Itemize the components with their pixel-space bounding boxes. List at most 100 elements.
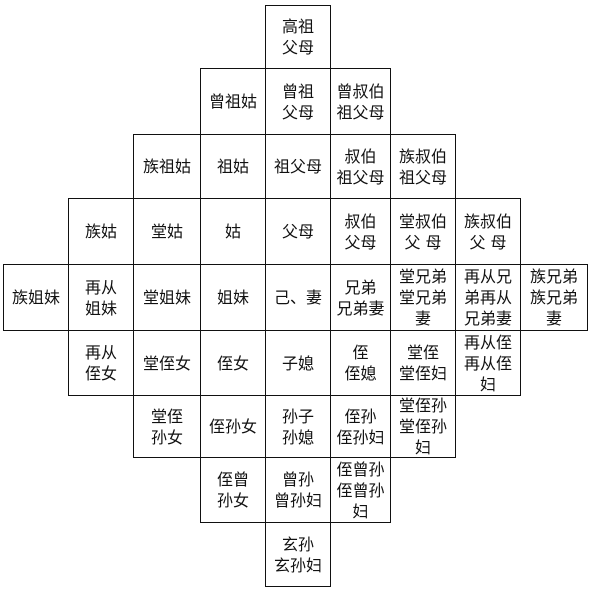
kin-label-line: 再从兄 — [463, 267, 512, 286]
kin-label-line: 侄曾孙 — [336, 459, 385, 479]
kin-cell: 堂叔伯父 母 — [390, 198, 456, 265]
kin-label-line: 父母 — [344, 232, 377, 252]
kin-label-line: 姐妹 — [216, 288, 249, 307]
kin-label-line: 侄 — [352, 343, 369, 362]
kin-label-line: 堂叔伯 — [398, 211, 447, 231]
kin-cell: 堂兄弟堂兄弟妻 — [390, 264, 456, 331]
kin-cell: 堂侄女 — [133, 330, 201, 396]
kin-label-line: 曾叔伯 — [336, 81, 385, 101]
kin-label-line: 曾孙 — [281, 470, 314, 489]
kin-label-line: 姑 — [224, 222, 241, 241]
kin-label-line: 族兄弟 — [529, 288, 578, 307]
kin-cell: 侄曾孙侄曾孙妇 — [330, 457, 391, 523]
kin-label-line: 弟再从 — [463, 288, 512, 307]
kin-label-line: 族姐妹 — [11, 288, 60, 307]
kin-cell: 曾孙曾孙妇 — [265, 457, 331, 523]
kin-cell: 子媳 — [265, 330, 331, 396]
kin-label-line: 孙媳 — [281, 427, 314, 447]
kin-label-line: 叔伯 — [344, 211, 377, 231]
kin-label-line: 侄女 — [84, 364, 117, 383]
kin-label-line: 父 母 — [469, 232, 507, 252]
kin-cell: 曾祖父母 — [265, 68, 331, 135]
kin-label-line: 侄媳 — [344, 364, 377, 383]
kin-label-line: 父母 — [281, 102, 314, 122]
kin-label-line: 姐妹 — [84, 298, 117, 318]
kin-label-line: 孙女 — [150, 427, 183, 447]
kin-label-line: 再从侄 — [463, 353, 512, 373]
kin-label-line: 玄孙妇 — [273, 555, 322, 575]
kin-label-line: 侄女 — [216, 353, 249, 373]
kin-cell: 侄侄媳 — [330, 330, 391, 396]
kin-label-line: 再从 — [84, 277, 117, 297]
kin-cell: 姐妹 — [200, 264, 266, 331]
kin-cell: 叔伯祖父母 — [330, 134, 391, 199]
kin-cell: 己、妻 — [265, 264, 331, 331]
kin-label-line: 侄孙妇 — [336, 427, 385, 447]
kin-label-line: 侄孙女 — [208, 417, 257, 436]
kin-label-line: 子媳 — [281, 353, 314, 373]
kin-label-line: 堂兄弟 — [398, 267, 447, 286]
kin-label-line: 堂侄孙 — [398, 417, 447, 436]
kin-label-line: 玄孙 — [281, 534, 314, 554]
kin-cell: 再从兄弟再从兄弟妻 — [455, 264, 521, 331]
kin-cell: 堂侄孙堂侄孙妇 — [390, 395, 456, 458]
kin-cell: 玄孙玄孙妇 — [265, 522, 331, 587]
kin-label-line: 堂兄弟 — [398, 288, 447, 307]
kin-label-line: 侄曾孙 — [336, 480, 385, 500]
kin-label-line: 曾祖 — [281, 81, 314, 101]
kin-label-line: 高祖 — [281, 17, 314, 36]
kin-label-line: 再从 — [84, 343, 117, 362]
kin-cell: 族祖姑 — [133, 134, 201, 199]
kin-cell: 叔伯父母 — [330, 198, 391, 265]
kin-label-line: 父母 — [281, 222, 314, 241]
kin-label-line: 堂侄女 — [142, 353, 191, 373]
kin-cell: 姑 — [200, 198, 266, 265]
kin-label-line: 堂姑 — [150, 222, 183, 241]
kin-label-line: 堂侄孙 — [398, 396, 447, 415]
kin-cell: 侄孙侄孙妇 — [330, 395, 391, 458]
kin-label-line: 侄曾 — [216, 470, 249, 489]
kin-label-line: 祖父母 — [398, 167, 447, 187]
kin-cell: 族姐妹 — [3, 264, 69, 331]
kin-label-line: 叔伯 — [344, 146, 377, 166]
kin-cell: 曾祖姑 — [200, 68, 266, 135]
kin-label-line: 堂侄 — [406, 343, 439, 362]
kin-cell: 再从侄女 — [68, 330, 134, 396]
kin-cell: 堂侄孙女 — [133, 395, 201, 458]
kin-cell: 堂侄堂侄妇 — [390, 330, 456, 396]
kin-label-line: 堂姐妹 — [142, 288, 191, 307]
kin-label-line: 祖父母 — [336, 167, 385, 187]
kin-label-line: 堂侄 — [150, 406, 183, 426]
kin-cell: 侄孙女 — [200, 395, 266, 458]
kin-label-line: 祖父母 — [273, 157, 322, 176]
kin-cell: 堂姐妹 — [133, 264, 201, 331]
kin-cell: 兄弟兄弟妻 — [330, 264, 391, 331]
kin-cell: 族叔伯祖父母 — [390, 134, 456, 199]
kin-label-line: 再从侄 — [463, 332, 512, 352]
kin-label-line: 父母 — [281, 38, 314, 57]
kin-cell: 族姑 — [68, 198, 134, 265]
kin-cell: 曾叔伯祖父母 — [330, 68, 391, 135]
kin-cell: 高祖父母 — [265, 5, 331, 69]
kin-label-line: 己、妻 — [273, 288, 322, 307]
kin-cell: 孙子孙媳 — [265, 395, 331, 458]
kin-label-line: 族兄弟 — [529, 267, 578, 286]
kin-label-line: 族祖姑 — [142, 157, 191, 176]
kin-label-line: 妇 — [352, 501, 369, 521]
kin-label-line: 兄弟妻 — [336, 298, 385, 318]
kin-cell: 侄曾孙女 — [200, 457, 266, 523]
kin-label-line: 父 母 — [404, 232, 442, 252]
kin-label-line: 族姑 — [84, 222, 117, 241]
kin-cell: 再从姐妹 — [68, 264, 134, 331]
kin-cell: 堂姑 — [133, 198, 201, 265]
kin-cell: 祖姑 — [200, 134, 266, 199]
kin-label-line: 妻 — [545, 309, 562, 328]
kin-label-line: 祖姑 — [216, 157, 249, 176]
kin-cell: 侄女 — [200, 330, 266, 396]
kin-label-line: 族叔伯 — [463, 211, 512, 231]
kin-label-line: 曾孙妇 — [273, 491, 322, 510]
kin-label-line: 兄弟妻 — [463, 309, 512, 328]
kin-label-line: 侄孙 — [344, 406, 377, 426]
kin-cell: 祖父母 — [265, 134, 331, 199]
